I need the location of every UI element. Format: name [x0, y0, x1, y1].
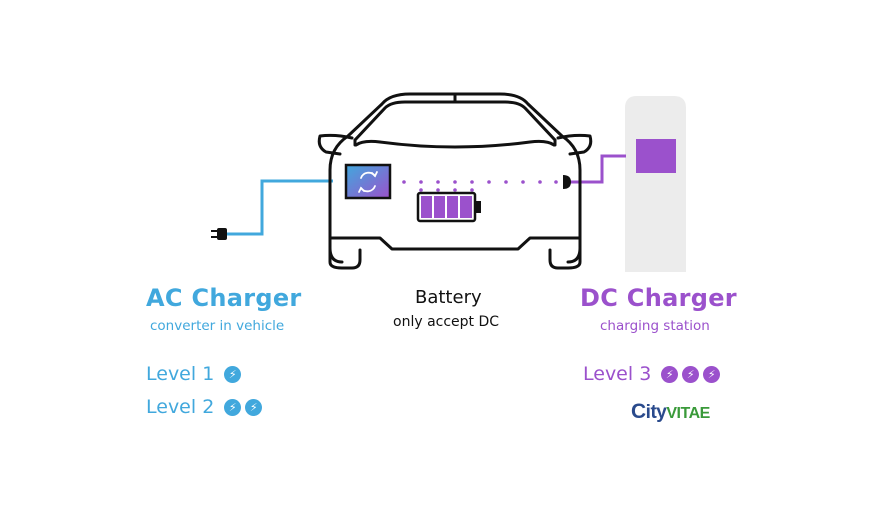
dc-charge-port	[563, 175, 571, 189]
converter-box	[344, 163, 392, 200]
dc-cable	[566, 154, 626, 184]
battery-icon	[416, 191, 481, 223]
level-2-label: Level 2	[146, 396, 215, 418]
refresh-arrows-icon	[358, 171, 378, 193]
level-3-label: Level 3	[583, 363, 652, 385]
lightning-bolt-icon: ⚡	[224, 398, 242, 416]
ac-cable	[227, 179, 333, 236]
dc-charging-station	[625, 96, 686, 272]
level-1-row: Level 1 ⚡	[146, 363, 242, 385]
logo-part-ity: ity	[645, 402, 667, 423]
dc-charger-title: DC Charger	[580, 284, 737, 312]
lightning-bolt-icon: ⚡	[682, 365, 700, 383]
battery-title: Battery	[415, 287, 482, 308]
ac-charger-subtitle: converter in vehicle	[150, 318, 285, 334]
battery-subtitle: only accept DC	[393, 314, 500, 330]
station-screen	[636, 139, 676, 173]
lightning-bolt-icon: ⚡	[245, 398, 263, 416]
dc-flow-dots	[402, 180, 558, 192]
logo-part-vitae: VITAE	[666, 405, 710, 422]
lightning-bolt-icon: ⚡	[224, 365, 242, 383]
dc-charger-subtitle: charging station	[600, 318, 710, 334]
level-1-label: Level 1	[146, 363, 215, 385]
level-3-row: Level 3 ⚡ ⚡ ⚡	[583, 363, 721, 385]
car-outline	[317, 92, 593, 270]
plug-icon	[211, 228, 227, 240]
cityvitae-logo: CityVITAE	[631, 400, 710, 424]
lightning-bolt-icon: ⚡	[703, 365, 721, 383]
level-2-row: Level 2 ⚡ ⚡	[146, 396, 263, 418]
ac-charger-title: AC Charger	[146, 284, 302, 312]
logo-part-c: C	[631, 400, 646, 423]
lightning-bolt-icon: ⚡	[661, 365, 679, 383]
